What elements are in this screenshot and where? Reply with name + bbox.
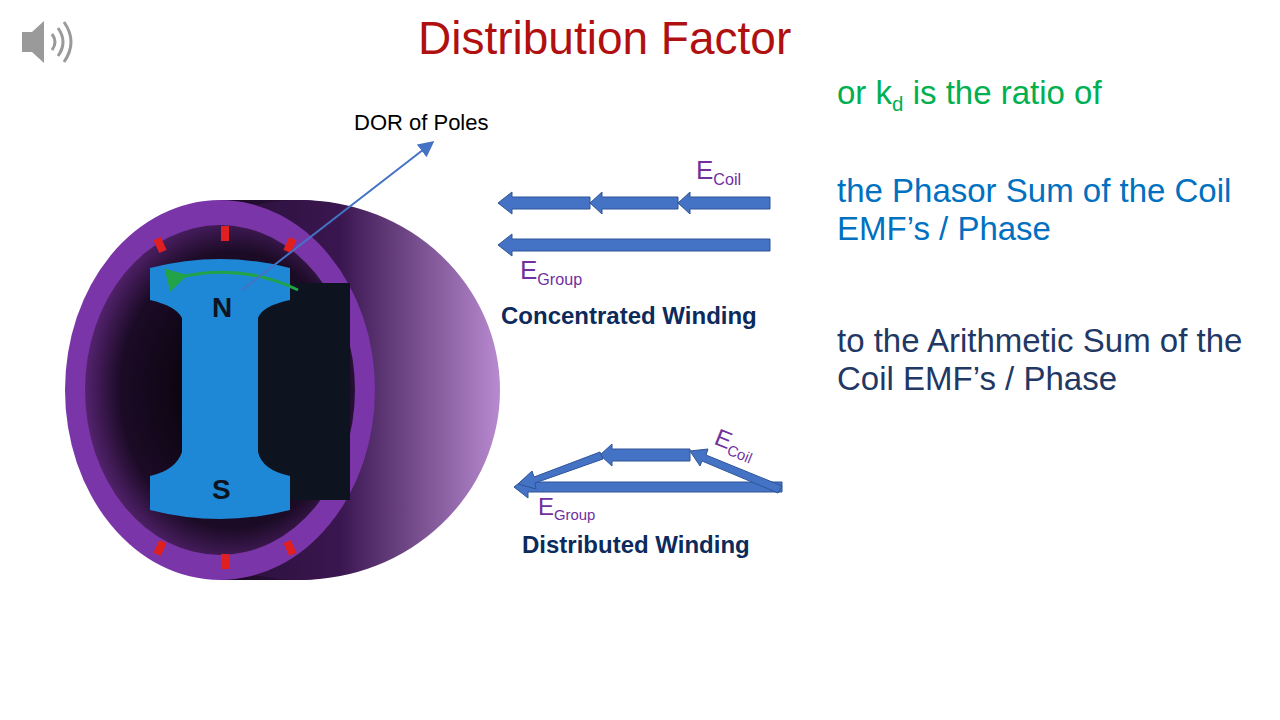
rotor-core: [258, 283, 350, 500]
stator-slots: [153, 226, 296, 569]
phasor-label: Coil: [713, 170, 741, 188]
rotor-pole: [150, 259, 290, 519]
definition-text: is the ratio of: [913, 74, 1102, 111]
slide-title: Distribution Factor: [418, 12, 791, 64]
phasor-label-box: EGroup: [538, 493, 595, 521]
phasor-label: E: [520, 255, 537, 285]
leader-line: [242, 146, 428, 290]
stator-bore: [85, 225, 355, 555]
caption-label-box: Concentrated Winding: [501, 302, 757, 330]
phasor-label: E: [538, 493, 554, 520]
phasor-label: Coil: [725, 442, 755, 466]
definition-text: d: [892, 92, 903, 115]
definition-text: the Phasor Sum of the Coil EMF’s / Phase: [837, 172, 1231, 247]
pole-label: S: [212, 474, 231, 505]
definition-text: to the Arithmetic Sum of the Coil EMF’s …: [837, 322, 1242, 397]
speaker-icon: [22, 21, 71, 63]
caption-label: Distributed Winding: [522, 531, 750, 558]
definition-text: or k: [837, 74, 892, 111]
phasor-label: Group: [537, 270, 582, 288]
callout-label-box: DOR of Poles: [354, 110, 489, 135]
definition-text-box: the Phasor Sum of the Coil EMF’s / Phase: [837, 172, 1242, 248]
callout-label: DOR of Poles: [354, 110, 489, 135]
definition-text-box: or kd is the ratio of: [837, 74, 1102, 112]
phasor-arrows: [498, 192, 770, 256]
definition-text-box: to the Arithmetic Sum of the Coil EMF’s …: [837, 322, 1267, 398]
pole-label-box: S: [212, 474, 231, 506]
phasor-label-box: ECoil: [711, 423, 760, 464]
caption-label-box: Distributed Winding: [522, 531, 750, 559]
phasor-label-box: ECoil: [696, 156, 741, 186]
pole-label: N: [212, 292, 232, 323]
pole-label-box: N: [212, 292, 232, 324]
phasor-label-box: EGroup: [520, 256, 582, 286]
phasor-label: Group: [554, 507, 595, 523]
stator-ring: [65, 200, 375, 580]
title-box: Distribution Factor: [418, 12, 791, 65]
rotation-arrow: [176, 272, 298, 290]
phasor-label: E: [696, 155, 713, 185]
caption-label: Concentrated Winding: [501, 302, 757, 329]
